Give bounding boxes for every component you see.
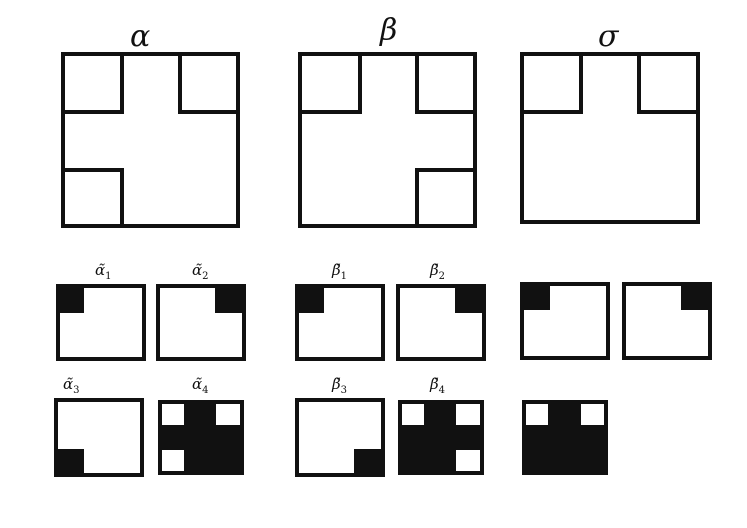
alpha-tilde-4-label: α̃4	[192, 375, 209, 396]
sigma-label: σ	[598, 19, 620, 54]
alpha-tilde-2-label: α̃2	[192, 261, 209, 282]
beta-tilde-1-label: β̃1	[331, 261, 347, 282]
tile-beta-tilde-2	[396, 284, 486, 361]
alpha-tilde-1-label: α̃1	[95, 261, 112, 282]
tile-beta-tilde-3	[295, 398, 385, 477]
beta-shape	[298, 52, 477, 228]
tile-alpha-tilde-2	[156, 284, 246, 361]
beta-tilde-2-label: β̃2	[429, 261, 445, 282]
tile-alpha-tilde-4	[158, 400, 244, 475]
alpha-label: α	[130, 19, 150, 54]
tile-beta-tilde-4	[398, 400, 484, 475]
tile-beta-tilde-1	[295, 284, 385, 361]
beta-label: β	[379, 13, 397, 48]
tile-sigma-2	[622, 282, 712, 360]
tile-sigma-1	[520, 282, 610, 360]
sigma-shape	[520, 52, 700, 224]
tile-alpha-tilde-3	[54, 398, 144, 477]
beta-tilde-3-label: β̃3	[331, 375, 347, 396]
beta-tilde-4-label: β̃4	[429, 375, 445, 396]
tile-sigma-3	[522, 400, 608, 475]
alpha-tilde-3-label: α̃3	[63, 375, 80, 396]
alpha-shape	[61, 52, 240, 228]
tile-alpha-tilde-1	[56, 284, 146, 361]
